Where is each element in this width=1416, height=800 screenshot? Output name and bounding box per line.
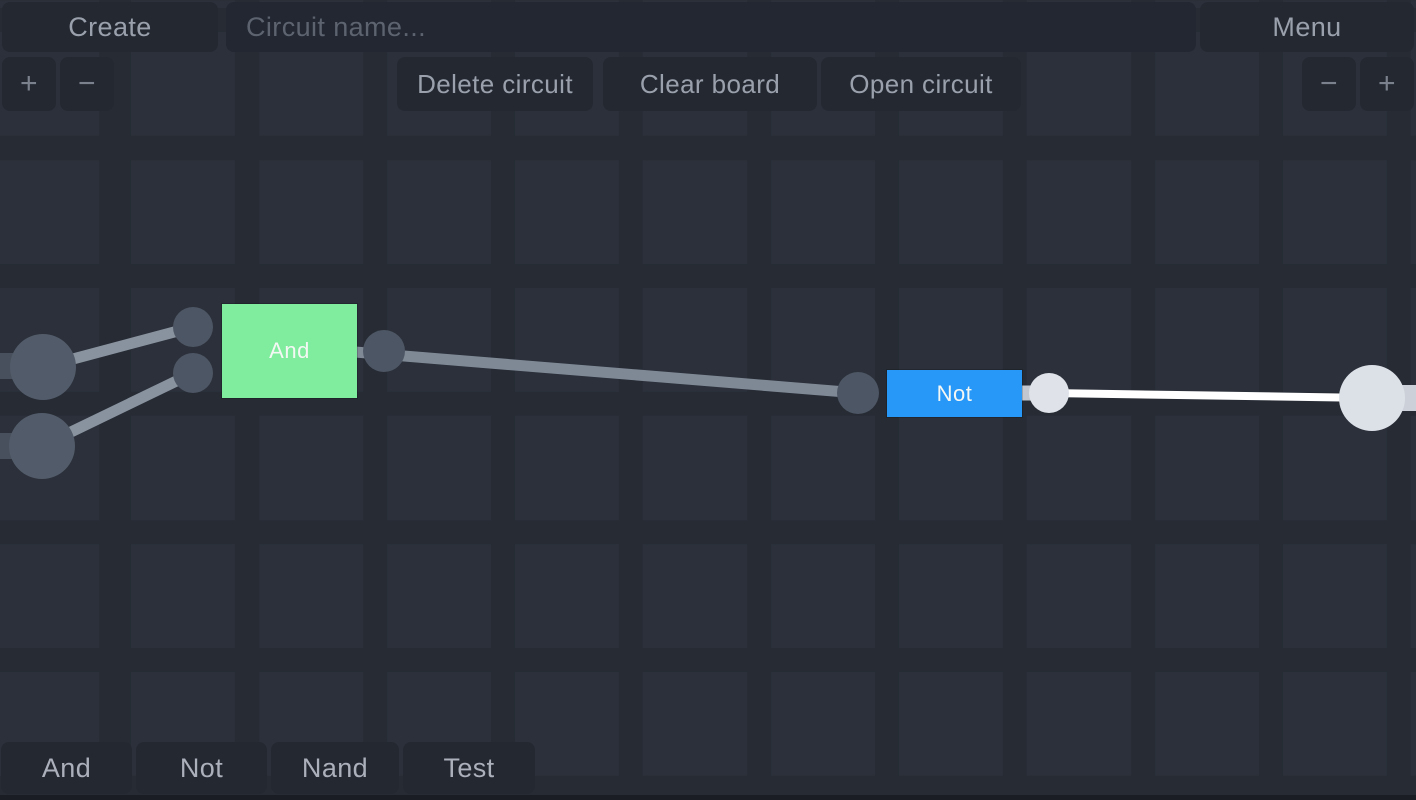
wire-and-to-not[interactable] <box>354 346 859 399</box>
zoom-out-left-button[interactable]: − <box>60 57 114 111</box>
create-button[interactable]: Create <box>2 2 218 52</box>
and-gate-label: And <box>269 338 310 363</box>
palette-item-not[interactable]: Not <box>136 742 267 794</box>
circuit-name-input[interactable] <box>226 2 1196 52</box>
zoom-out-right-button[interactable]: − <box>1302 57 1356 111</box>
input-node-bottom[interactable] <box>9 413 75 479</box>
bottom-edge-strip <box>0 795 1416 800</box>
and-gate-input-pin-2[interactable] <box>173 353 213 393</box>
not-gate-label: Not <box>936 380 973 406</box>
delete-circuit-button[interactable]: Delete circuit <box>397 57 593 111</box>
output-node-active[interactable] <box>1339 365 1405 431</box>
wire-not-to-output-active[interactable] <box>1048 389 1373 402</box>
zoom-in-left-button[interactable]: + <box>2 57 56 111</box>
clear-board-button[interactable]: Clear board <box>603 57 817 111</box>
not-gate-input-pin[interactable] <box>837 372 879 414</box>
zoom-in-right-button[interactable]: + <box>1360 57 1414 111</box>
and-gate-input-pin-1[interactable] <box>173 307 213 347</box>
palette-item-and[interactable]: And <box>1 742 132 794</box>
and-gate-output-pin[interactable] <box>363 330 405 372</box>
palette-item-test[interactable]: Test <box>403 742 535 794</box>
palette-item-nand[interactable]: Nand <box>271 742 399 794</box>
and-gate[interactable]: And <box>222 304 357 398</box>
input-node-top[interactable] <box>10 334 76 400</box>
not-gate[interactable]: Not <box>887 370 1022 417</box>
open-circuit-button[interactable]: Open circuit <box>821 57 1021 111</box>
menu-button[interactable]: Menu <box>1200 2 1414 52</box>
not-gate-output-pin-active[interactable] <box>1029 373 1069 413</box>
